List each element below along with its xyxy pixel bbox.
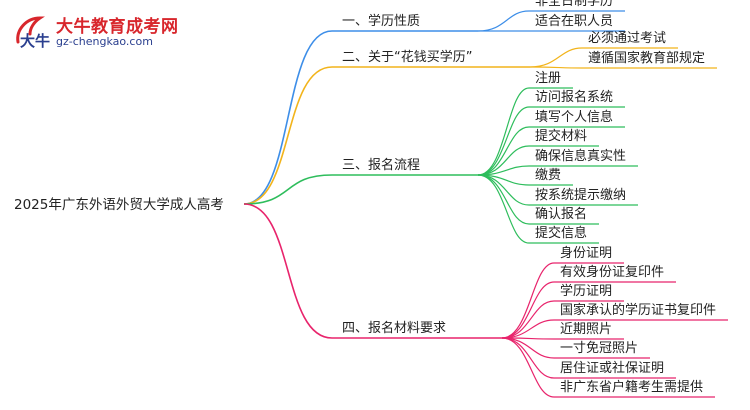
branch-node: 二、关于“花钱买学历” [342, 50, 473, 65]
leaf-connector [501, 337, 650, 359]
leaf-node: 确认报名 [535, 207, 588, 222]
branch-node: 一、学历性质 [342, 14, 421, 29]
leaf-node: 缴费 [535, 168, 562, 183]
leaf-node: 国家承认的学历证书复印件 [560, 303, 717, 318]
branch-node: 四、报名材料要求 [342, 321, 447, 336]
leaf-connector [501, 337, 624, 340]
leaf-connector [529, 47, 678, 68]
branch-connector [243, 30, 478, 205]
branch-node: 三、报名流程 [342, 158, 421, 173]
leaf-connector [477, 174, 599, 244]
leaf-node: 按系统提示缴纳 [535, 188, 627, 203]
leaf-node: 学历证明 [560, 284, 613, 299]
branch-connector [243, 174, 478, 205]
site-logo[interactable]: 大牛 大牛教育成考网 gz-chengkao.com [12, 10, 182, 56]
leaf-node: 访问报名系统 [535, 90, 614, 105]
leaf-node: 遵循国家教育部规定 [588, 51, 706, 66]
leaf-connector [477, 174, 638, 206]
logo-mark-icon: 大牛 [16, 16, 50, 50]
leaf-connector [501, 300, 624, 339]
logo-url: gz-chengkao.com [56, 35, 153, 48]
leaf-node: 居住证或社保证明 [560, 361, 665, 376]
leaf-node: 近期照片 [560, 322, 613, 337]
root-node: 2025年广东外语外贸大学成人高考 [14, 197, 224, 213]
leaf-node: 非全日制学历 [535, 0, 614, 9]
leaf-node: 提交材料 [535, 129, 588, 144]
leaf-node: 有效身份证复印件 [560, 265, 665, 280]
leaf-node: 一寸免冠照片 [560, 341, 639, 356]
leaf-connector [529, 66, 717, 69]
leaf-node: 填写个人信息 [535, 110, 614, 125]
leaf-connector [477, 126, 625, 176]
leaf-node: 适合在职人员 [535, 14, 614, 29]
leaf-connector [477, 106, 625, 176]
leaf-connector [501, 319, 728, 339]
leaf-connector [501, 262, 624, 339]
leaf-node: 提交信息 [535, 226, 588, 241]
leaf-connector [477, 87, 573, 176]
leaf-node: 必须通过考试 [588, 31, 667, 46]
leaf-node: 注册 [535, 71, 562, 86]
logo-title: 大牛教育成考网 [56, 17, 179, 37]
leaf-node: 非广东省户籍考生需提供 [560, 380, 704, 395]
leaf-connector [501, 337, 715, 398]
leaf-connector [501, 281, 676, 339]
branch-connector [243, 66, 530, 205]
leaf-connector [477, 165, 638, 176]
leaf-node: 身份证明 [560, 246, 613, 261]
branch-connector [243, 203, 502, 339]
leaf-connector [477, 10, 625, 32]
leaf-node: 确保信息真实性 [535, 149, 627, 164]
logo-mark-glyph: 大牛 [20, 32, 50, 50]
